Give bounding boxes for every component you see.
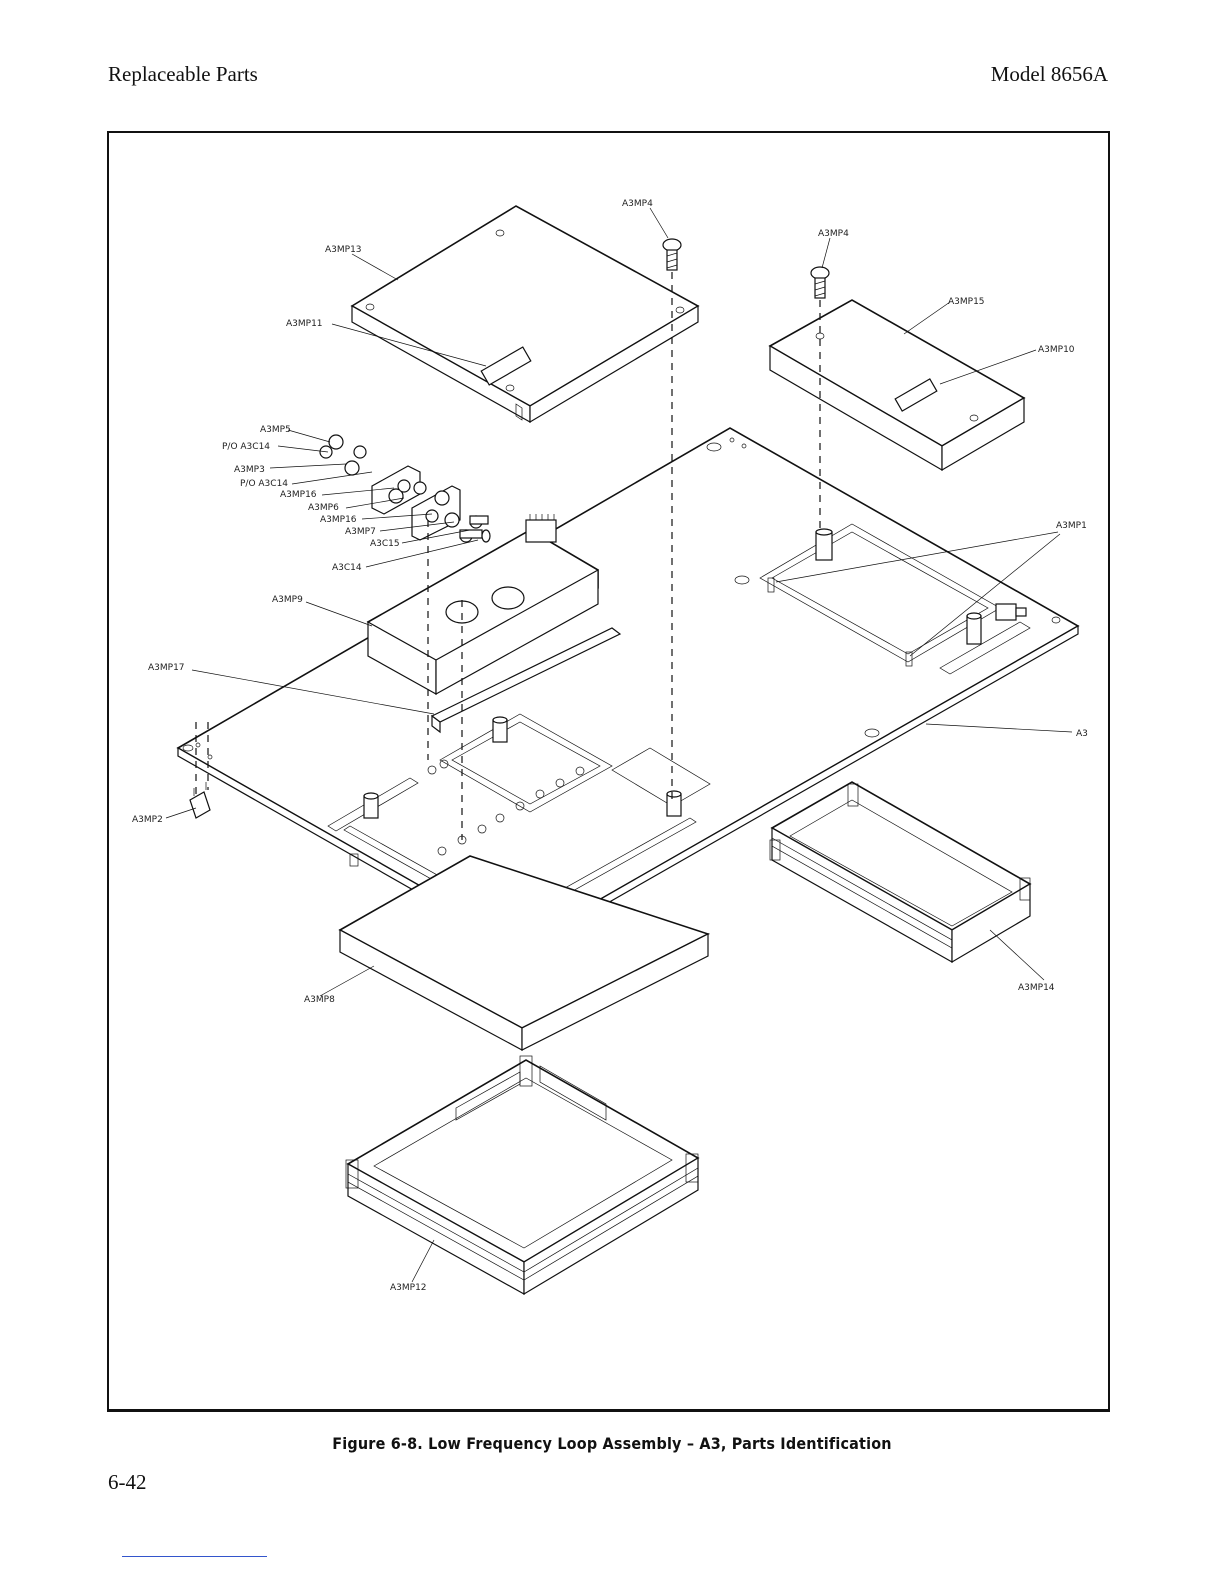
label-a3mp2: A3MP2 xyxy=(132,815,163,825)
label-a3c14: A3C14 xyxy=(332,563,362,573)
screw-a3mp4-left xyxy=(663,239,681,270)
shield-tray-a3mp14 xyxy=(770,782,1030,962)
capacitor-bracket-assembly xyxy=(320,435,490,542)
footer-rule xyxy=(122,1556,267,1557)
label-a3mp17: A3MP17 xyxy=(148,663,185,673)
label-a3mp16-bottom: A3MP16 xyxy=(320,515,357,525)
clip-a3mp2 xyxy=(190,782,210,818)
label-a3mp8: A3MP8 xyxy=(304,995,335,1005)
shield-cover-a3mp13 xyxy=(352,206,698,422)
label-a3c15: A3C15 xyxy=(370,539,400,549)
label-a3mp6: A3MP6 xyxy=(308,503,339,513)
label-a3mp4-right: A3MP4 xyxy=(818,229,849,239)
shield-cover-a3mp15 xyxy=(770,300,1024,470)
label-a3: A3 xyxy=(1076,729,1088,739)
label-a3mp1: A3MP1 xyxy=(1056,521,1087,531)
label-a3mp5: A3MP5 xyxy=(260,425,291,435)
label-a3mp10: A3MP10 xyxy=(1038,345,1075,355)
screw-a3mp4-right xyxy=(811,267,829,298)
label-a3mp7: A3MP7 xyxy=(345,527,376,537)
label-a3mp12: A3MP12 xyxy=(390,1283,427,1293)
label-po-a3c14-mid: P/O A3C14 xyxy=(240,479,288,489)
label-a3mp14: A3MP14 xyxy=(1018,983,1055,993)
figure-caption: Figure 6-8. Low Frequency Loop Assembly … xyxy=(61,1434,1163,1453)
shield-tray-a3mp12 xyxy=(346,1056,698,1294)
label-a3mp15: A3MP15 xyxy=(948,297,985,307)
label-po-a3c14-top: P/O A3C14 xyxy=(222,442,270,452)
page-number: 6-42 xyxy=(108,1470,147,1495)
label-a3mp11: A3MP11 xyxy=(286,319,323,329)
label-a3mp13: A3MP13 xyxy=(325,245,362,255)
label-a3mp16-top: A3MP16 xyxy=(280,490,317,500)
label-a3mp3: A3MP3 xyxy=(234,465,265,475)
label-a3mp9: A3MP9 xyxy=(272,595,303,605)
insulator-plate-a3mp8 xyxy=(340,856,708,1050)
label-a3mp4-left: A3MP4 xyxy=(622,199,653,209)
